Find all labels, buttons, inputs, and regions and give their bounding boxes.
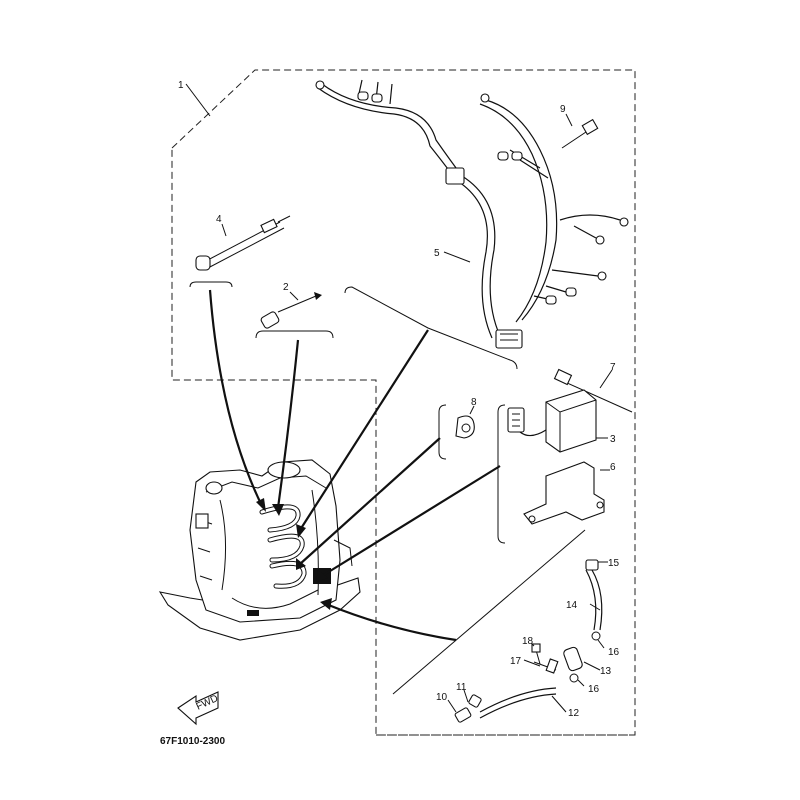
callout-18: 18 [522,636,534,647]
part5-harness [315,79,629,349]
bracket-harness [344,286,518,370]
bracket-part3-6 [497,404,506,544]
callout-10: 10 [436,692,448,703]
part9-tie [561,118,599,149]
callout-9: 9 [560,104,566,115]
fwd-arrow-icon: FWD [177,691,220,726]
callout-16a: 16 [608,647,620,658]
part7-tie [553,368,633,413]
part2-sensor [260,292,322,329]
bracket-part8 [438,404,447,460]
callout-5: 5 [434,248,440,259]
part-code: 67F1010-2300 [160,736,225,747]
callout-11: 11 [456,682,467,693]
callout-16b: 16 [588,684,600,695]
upper-group-boundary [171,69,636,736]
fuel-parts [454,559,603,723]
engine-block [158,459,361,641]
coil-wires [259,504,307,589]
part4-sender [195,215,291,271]
callout-6: 6 [610,462,616,473]
leader-arrows [208,289,501,642]
callout-17: 17 [510,656,522,667]
callouts: 1 2 3 4 5 6 7 8 9 10 11 12 13 14 15 16 1… [178,80,620,719]
callout-12: 12 [568,708,580,719]
callout-2: 2 [283,282,289,293]
bracket-part4 [189,281,233,288]
callout-7: 7 [610,362,616,373]
callout-leaders [185,83,613,713]
callout-8: 8 [471,397,477,408]
callout-4: 4 [216,214,222,225]
bracket-fuel [392,529,586,695]
bracket-part2 [255,330,334,339]
part3-cdi-unit [507,389,597,453]
callout-1: 1 [178,80,184,91]
part6-bracket [523,461,605,525]
callout-13: 13 [600,666,612,677]
part8-clamp [455,415,475,439]
callout-15: 15 [608,558,620,569]
callout-3: 3 [610,434,616,445]
callout-14: 14 [566,600,578,611]
